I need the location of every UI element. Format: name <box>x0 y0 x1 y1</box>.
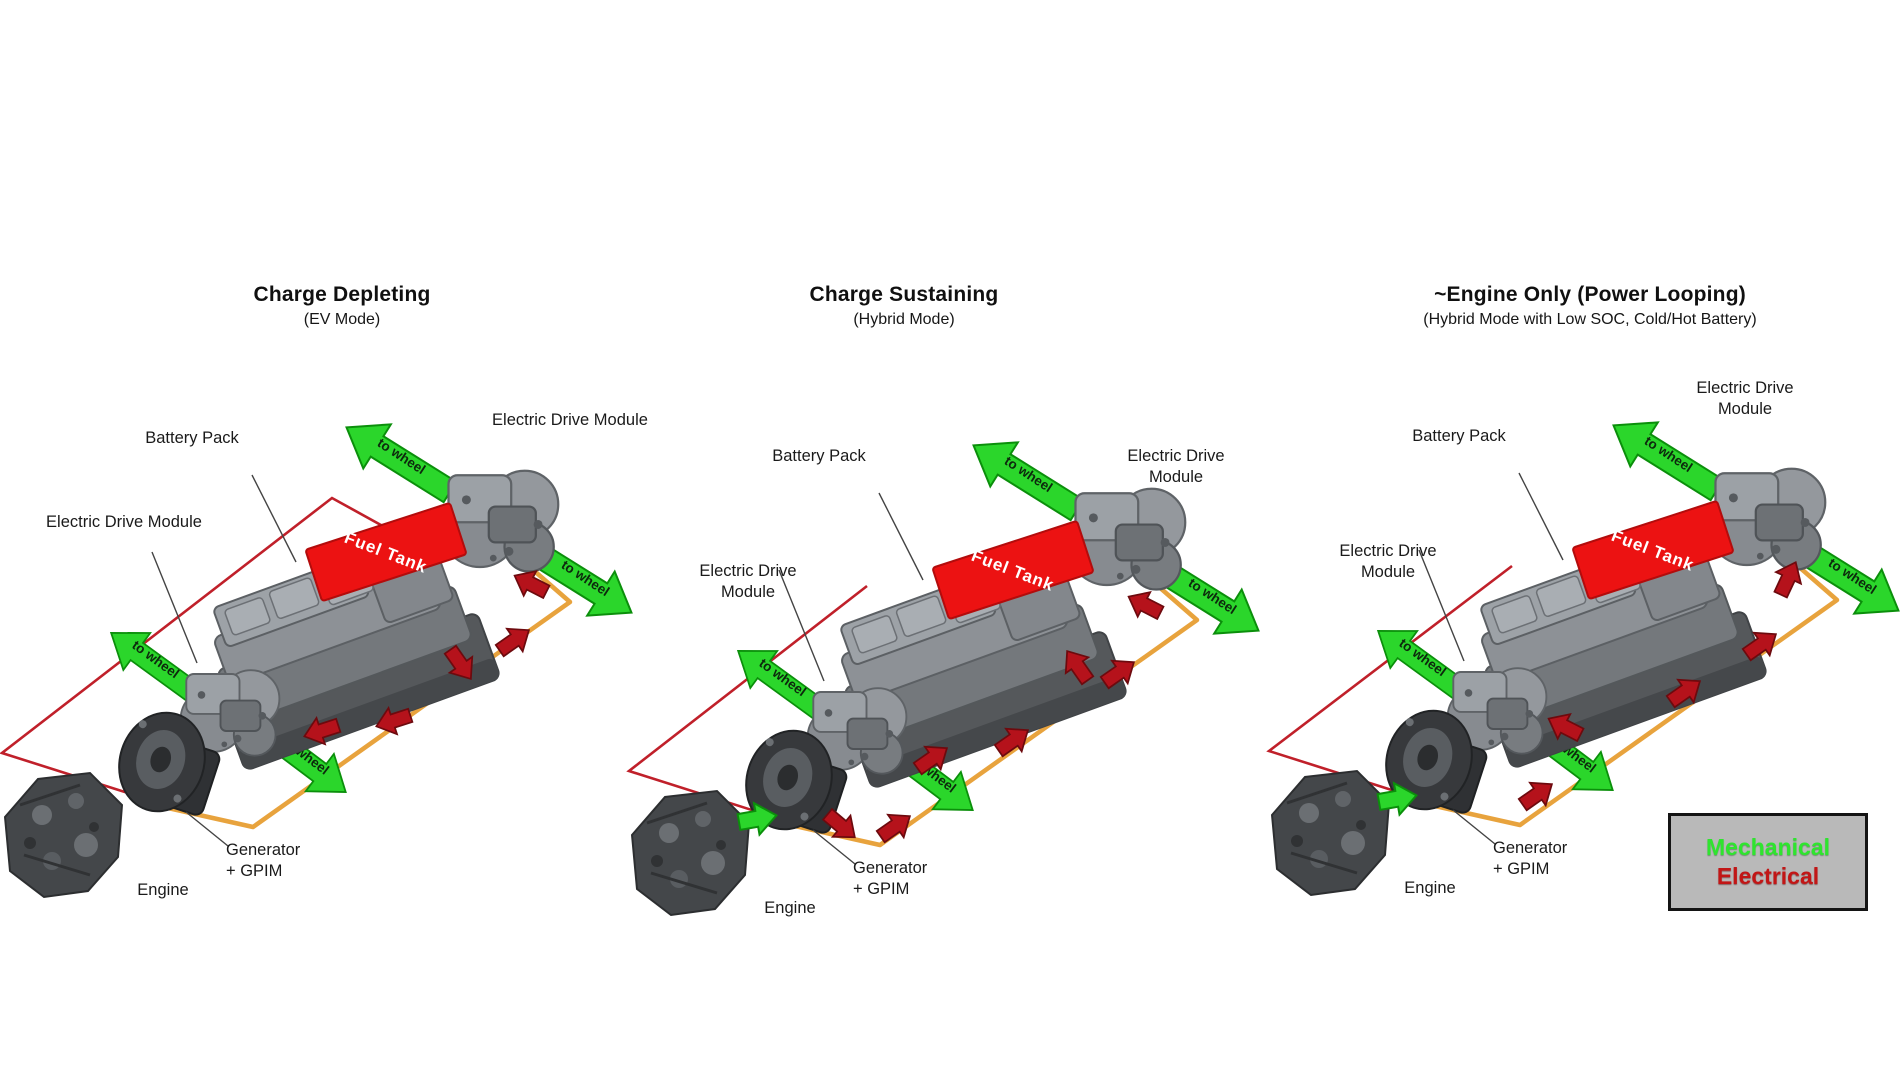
fuel-tank-illustration: Fuel Tank <box>1572 500 1734 600</box>
electric-drive-module-label: Electric Drive Module <box>1127 447 1225 486</box>
engine-label: Engine <box>1404 879 1456 897</box>
engine-illustration <box>630 789 751 917</box>
power-flow-arrow <box>1513 771 1561 817</box>
electric-drive-module-label: Electric Drive Module <box>1696 379 1794 418</box>
generator-label-line1: Generator <box>1493 839 1568 857</box>
engine-illustration <box>1270 769 1391 897</box>
label-leader-line <box>1452 809 1496 845</box>
power-flow-arrow <box>871 803 919 849</box>
generator-gpim-label: Generator + GPIM <box>1493 838 1623 879</box>
fuel-tank-illustration: Fuel Tank <box>932 520 1094 620</box>
label-leader-line <box>1418 549 1465 662</box>
electric-drive-module-label: Electric Drive Module <box>1339 542 1437 581</box>
generator-label-line2: + GPIM <box>1493 859 1550 878</box>
label-leader-line <box>151 551 198 664</box>
generator-label-line2: + GPIM <box>853 879 910 898</box>
label-leader-line <box>878 492 924 581</box>
panel-title: Charge Depleting <box>253 283 431 306</box>
battery-pack-label: Battery Pack <box>145 429 239 447</box>
legend-box: Mechanical Electrical <box>1668 813 1868 911</box>
battery-pack-label: Battery Pack <box>772 447 866 465</box>
fuel-tank-illustration: Fuel Tank <box>305 502 467 602</box>
generator-gpim-label: Generator + GPIM <box>853 858 983 899</box>
legend-mechanical: Mechanical <box>1706 834 1830 860</box>
panel-title-block-engine-only: ~Engine Only (Power Looping) (Hybrid Mod… <box>1350 283 1830 329</box>
electric-drive-module-label: Electric Drive Module <box>46 513 202 531</box>
generator-gpim-label: Generator + GPIM <box>226 840 356 881</box>
mechanical-line <box>1434 544 1840 828</box>
generator-label-line1: Generator <box>226 841 301 859</box>
engine-label: Engine <box>137 881 189 899</box>
generator-label-line1: Generator <box>853 859 928 877</box>
engine-illustration <box>3 771 124 899</box>
panel-subtitle: (EV Mode) <box>303 311 381 328</box>
panel-title: Charge Sustaining <box>809 283 999 306</box>
battery-pack-label: Battery Pack <box>1412 427 1506 445</box>
mechanical-line <box>167 546 573 830</box>
panel-title: ~Engine Only (Power Looping) <box>1434 283 1746 306</box>
panel-subtitle: (Hybrid Mode) <box>853 311 955 328</box>
label-leader-line <box>185 811 229 847</box>
engine-label: Engine <box>764 899 816 917</box>
generator-label-line2: + GPIM <box>226 861 283 880</box>
label-leader-line <box>251 474 297 563</box>
panel-title-block-charge-sustaining: Charge Sustaining (Hybrid Mode) <box>664 283 1144 329</box>
label-leader-line <box>1518 472 1564 561</box>
legend-electrical: Electrical <box>1716 863 1820 889</box>
panel-subtitle: (Hybrid Mode with Low SOC, Cold/Hot Batt… <box>1423 311 1757 328</box>
label-leader-line <box>812 829 856 865</box>
panel-title-block-charge-depleting: Charge Depleting (EV Mode) <box>102 283 582 329</box>
label-leader-line <box>778 569 825 682</box>
electric-drive-module-label: Electric Drive Module <box>699 562 797 601</box>
electric-drive-module-label: Electric Drive Module <box>492 411 648 429</box>
